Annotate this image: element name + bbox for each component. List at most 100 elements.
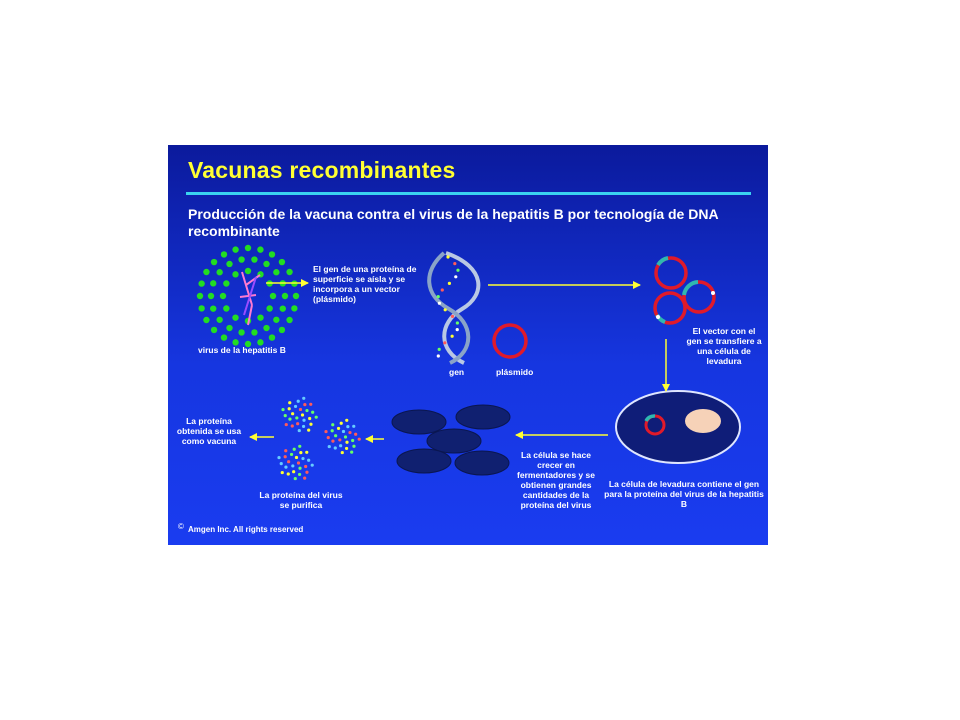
virus-dot — [269, 292, 277, 300]
dna-base-dot — [436, 354, 440, 358]
virus-dot — [220, 251, 228, 258]
purified-protein-clusters — [277, 396, 361, 481]
virus-dot — [281, 292, 289, 300]
protein-dot — [310, 463, 314, 467]
copyright-symbol: © — [178, 522, 184, 531]
fermenter-cells — [391, 404, 511, 476]
protein-dot — [288, 417, 292, 421]
virus-dot — [286, 316, 293, 324]
yeast-label: La célula de levadura contiene el gen pa… — [604, 479, 764, 509]
protein-dot — [346, 425, 350, 429]
protein-dot — [298, 466, 302, 470]
virus-dot — [244, 244, 252, 252]
slide-subtitle: Producción de la vacuna contra el virus … — [188, 206, 719, 239]
virus-dot — [251, 329, 258, 336]
protein-dot — [301, 424, 306, 429]
virus-dot — [279, 305, 286, 312]
protein-dot — [296, 399, 300, 403]
virus-dot — [210, 305, 217, 312]
protein-dot — [294, 455, 299, 460]
virus-dot — [207, 292, 215, 300]
virus-dot — [220, 334, 228, 341]
protein-dot — [334, 434, 338, 438]
protein-dot — [307, 458, 311, 462]
protein-dot — [296, 461, 301, 465]
dna-base-dot — [436, 295, 440, 299]
virus-label: virus de la hepatitis B — [198, 345, 286, 355]
protein-dot — [288, 401, 292, 405]
virus-dot — [238, 256, 245, 263]
copyright-label: Amgen Inc. All rights reserved — [188, 525, 304, 534]
protein-dot — [286, 472, 290, 476]
slide-title: Vacunas recombinantes — [188, 157, 456, 183]
virus-dot — [268, 251, 276, 258]
dna-helix — [427, 251, 481, 365]
protein-dot — [300, 413, 305, 417]
protein-dot — [305, 470, 309, 474]
dna-base-dot — [453, 262, 457, 266]
protein-dot — [314, 415, 318, 419]
virus-dot — [286, 268, 293, 276]
protein-dot — [284, 465, 288, 469]
gene-label: gen — [449, 367, 465, 377]
protein-dot — [333, 446, 337, 450]
virus-dot — [232, 246, 239, 253]
protein-dot — [330, 429, 334, 433]
dna-base-dot — [443, 308, 447, 312]
dna-base-dot — [450, 314, 455, 318]
protein-dot — [336, 426, 341, 431]
protein-dot — [284, 422, 288, 427]
protein-dot — [289, 452, 294, 457]
protein-dot — [307, 428, 311, 432]
protein-dot — [296, 422, 300, 426]
plasmid-ring — [492, 323, 528, 359]
protein-dot — [298, 444, 302, 448]
protein-dot — [303, 403, 307, 407]
virus-dot — [203, 268, 210, 276]
virus-dot — [196, 292, 204, 300]
virus-dot — [278, 326, 286, 334]
virus-dot — [244, 267, 252, 275]
protein-dot — [280, 470, 284, 475]
yeast-cell — [615, 390, 741, 464]
protein-dot — [308, 416, 312, 421]
protein-dot — [277, 455, 281, 460]
ferment-label: La célula se hace crecer en fermentadore… — [517, 450, 595, 510]
protein-dot — [345, 418, 349, 422]
protein-dot — [351, 438, 355, 443]
virus-dot — [223, 305, 230, 312]
protein-dot — [340, 450, 344, 455]
protein-dot — [357, 437, 361, 441]
hepatitis-b-virus — [196, 244, 300, 348]
virus-dot — [226, 260, 233, 268]
protein-dot — [293, 404, 298, 409]
protein-dot — [343, 435, 348, 439]
protein-dot — [348, 430, 352, 435]
purify-label: La proteína del virus se purifica — [259, 490, 343, 510]
virus-dot — [219, 292, 227, 300]
protein-dot — [350, 450, 354, 454]
slide: Vacunas recombinantes Producción de la v… — [168, 145, 768, 545]
virus-dot — [278, 258, 286, 266]
virus-dot — [273, 316, 280, 323]
protein-dot — [309, 402, 313, 406]
virus-dot — [226, 324, 233, 332]
protein-dot — [283, 455, 287, 459]
protein-dot — [295, 416, 299, 420]
protein-dot — [279, 462, 283, 466]
protein-dot — [339, 444, 343, 448]
dna-base-dot — [456, 268, 460, 272]
recombinant-plasmids — [653, 256, 716, 325]
protein-dot — [284, 449, 288, 453]
dna-base-dot — [443, 341, 447, 345]
virus-dot — [292, 292, 300, 300]
protein-dot — [302, 396, 306, 400]
virus-dot — [244, 340, 252, 348]
step1-label: El gen de una proteína de superficie se … — [313, 264, 417, 304]
protein-dot — [341, 429, 346, 434]
protein-dot — [292, 447, 296, 451]
protein-dot — [311, 410, 315, 414]
diagram-art — [196, 244, 741, 481]
dna-base-dot — [447, 281, 452, 285]
virus-dot — [198, 305, 205, 312]
